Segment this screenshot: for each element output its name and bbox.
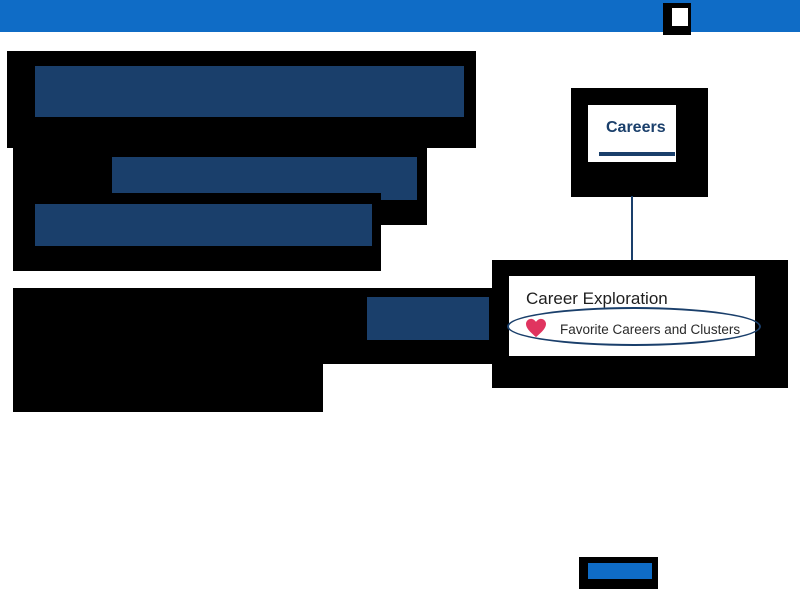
active-tab-underline xyxy=(599,152,675,156)
favorite-careers-link[interactable]: Favorite Careers and Clusters xyxy=(560,322,741,337)
careers-tab-callout: Careers xyxy=(571,88,708,197)
redacted-bar-1 xyxy=(35,66,464,117)
careers-tab[interactable]: Careers xyxy=(588,105,676,162)
redacted-block-5 xyxy=(13,360,323,412)
header-menu-button[interactable] xyxy=(663,3,691,35)
careers-tab-label: Careers xyxy=(606,119,666,136)
heart-icon xyxy=(526,318,546,338)
header-menu-icon xyxy=(672,8,688,26)
bottom-button-frame xyxy=(579,557,658,589)
career-exploration-heading: Career Exploration xyxy=(526,289,668,308)
career-exploration-menu: Career Exploration Favorite Careers and … xyxy=(507,276,761,356)
bottom-action-button[interactable] xyxy=(588,563,652,579)
career-exploration-callout: Career Exploration Favorite Careers and … xyxy=(492,260,788,388)
redacted-bar-2 xyxy=(112,157,417,200)
highlight-oval xyxy=(507,307,761,346)
redacted-bar-3 xyxy=(35,204,372,246)
redacted-bar-4 xyxy=(367,297,489,340)
